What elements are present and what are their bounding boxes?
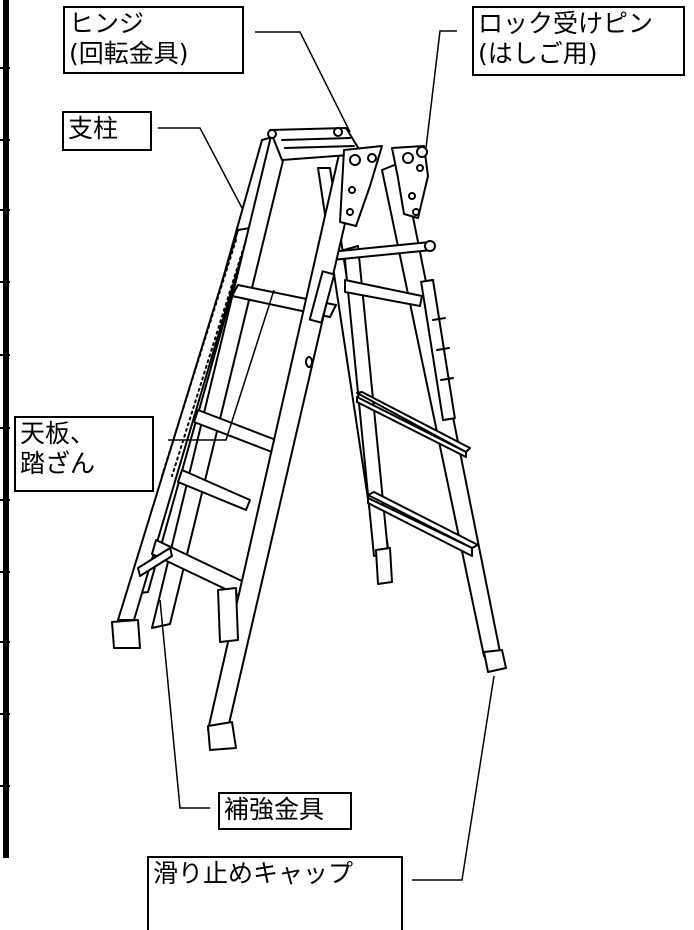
label-hinge-line1: ヒンジ [69, 9, 145, 38]
label-hinge: ヒンジ (回転金具) [63, 6, 244, 74]
leader-post [158, 127, 243, 209]
label-reinforcement-text: 補強金具 [224, 795, 325, 824]
front-leg-frame [111, 131, 363, 751]
label-anti-slip-cap-text: 滑り止めキャップ [153, 859, 354, 888]
leader-hinge [255, 31, 351, 133]
lock-pin-icon [416, 146, 428, 158]
label-step-line1: 天板、 [20, 419, 96, 448]
label-step-line2: 踏ざん [20, 449, 96, 478]
hinge-plate-right [391, 145, 429, 219]
label-lock-pin-line2: (はしご用) [478, 39, 598, 68]
hinge-plate-left [339, 145, 383, 227]
back-leg-frame [317, 161, 507, 673]
label-reinforcement: 補強金具 [218, 792, 352, 830]
stepladder-illustration [111, 127, 507, 751]
top-assembly [267, 127, 429, 227]
label-lock-pin: ロック受けピン (はしご用) [472, 6, 685, 76]
leader-cap [412, 675, 495, 881]
left-table-border [0, 0, 10, 858]
leader-lockpin [425, 30, 457, 149]
label-anti-slip-cap: 滑り止めキャップ [147, 856, 403, 930]
leader-reinforce [159, 599, 210, 809]
label-post-text: 支柱 [68, 114, 119, 143]
leader-step [168, 289, 275, 441]
leader-lines [158, 30, 495, 881]
label-lock-pin-line1: ロック受けピン [478, 9, 654, 38]
label-step: 天板、 踏ざん [14, 416, 154, 492]
label-hinge-line2: (回転金具) [69, 39, 189, 68]
label-post: 支柱 [62, 111, 152, 151]
